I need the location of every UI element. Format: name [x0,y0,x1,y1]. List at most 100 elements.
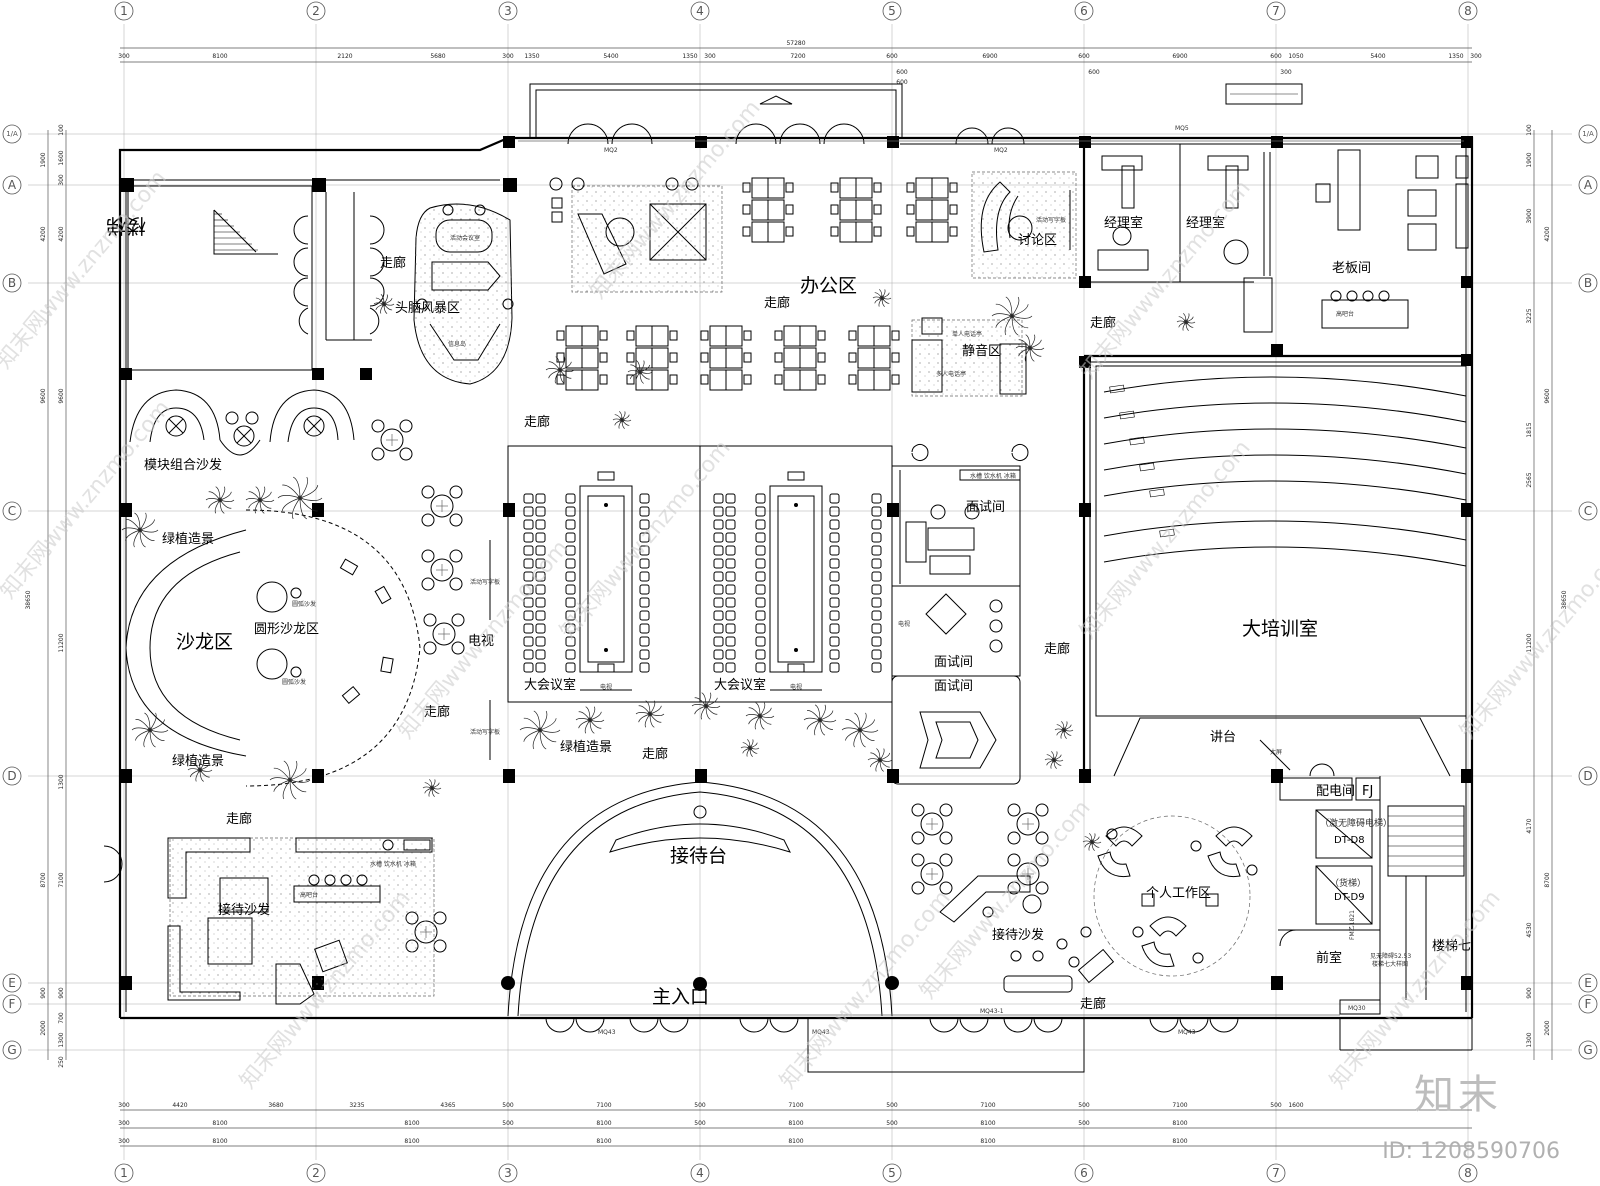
plant [803,704,837,736]
sublabel: 信息岛 [448,340,466,348]
leaf [639,371,644,384]
desk [767,221,785,243]
axis-label: A [1584,178,1593,192]
stair-label: 楼梯七 [1432,939,1471,954]
leaf [1011,304,1029,317]
brand-watermark: 知末 [1414,1072,1502,1118]
leaf [190,762,201,771]
desk [931,177,949,199]
leaf [1056,729,1065,736]
chair [535,623,546,634]
svg-text:250: 250 [58,1056,65,1068]
chair [871,610,882,621]
chair [871,571,882,582]
desk [581,347,599,369]
svg-text:5400: 5400 [1370,53,1385,60]
leaf [289,779,307,793]
leaf [139,519,155,531]
elevator-note: （激无障碍电梯） [1320,817,1392,829]
leaf [431,787,440,794]
chair [565,558,576,569]
svg-text:9600: 9600 [58,388,65,403]
leaf [872,296,883,299]
meeting-label: 大会议室 [524,677,576,693]
board-label: 活动写字板 [470,578,500,586]
svg-text:300: 300 [704,53,716,60]
svg-text:8100: 8100 [596,1138,611,1145]
chair [725,506,736,517]
green-label: 绿植造景 [162,532,214,547]
axis-label: G [7,1043,16,1057]
chair [423,613,437,627]
axis-label: 8 [1464,1166,1472,1180]
desk [915,177,933,199]
chair [755,584,766,595]
chair [523,623,534,634]
chair [911,853,925,867]
leaf [283,760,291,781]
leaf [375,297,385,305]
plant [373,294,395,314]
leaf [196,758,201,771]
desk [709,369,727,391]
chair [433,911,447,925]
leaf [1185,321,1189,331]
chair [871,506,882,517]
leaf [299,484,319,499]
axis-label: E [8,976,16,990]
chair [639,662,650,673]
svg-text:100: 100 [58,124,65,136]
plant [612,411,632,429]
plant-core [1183,319,1189,325]
corridor-label: 走廊 [380,255,406,271]
leaf [629,371,641,380]
chair [535,506,546,517]
chair [873,204,882,215]
screen-label: 大屏 [1270,748,1282,756]
leaf [143,729,151,748]
axis-label: 1 [120,1166,128,1180]
leaf [806,719,821,730]
chair [755,519,766,530]
leaf [424,782,433,789]
chair [830,204,839,215]
leaf [383,294,388,305]
chair [785,204,794,215]
corridor-label: 走廊 [226,811,252,827]
chair [829,493,840,504]
chair [939,881,953,895]
axis-label: 4 [696,1166,704,1180]
chair [829,649,840,660]
leaf [618,419,623,429]
leaf [289,779,311,783]
svg-text:5680: 5680 [430,53,445,60]
desk-cluster [906,177,958,243]
leaf [195,769,201,782]
table [1016,812,1040,836]
svg-text:900: 900 [1526,987,1533,999]
axis-label: 1/A [6,130,18,138]
chair [669,374,678,385]
leaf [1051,751,1055,761]
leaf [1183,313,1187,323]
svg-text:500: 500 [694,1102,706,1109]
chair [523,519,534,530]
leaf [1089,833,1093,843]
svg-text:1900: 1900 [1526,152,1533,167]
quiet-area: 单人电话亭 多人电话亭 [911,317,1027,397]
svg-text:知末网www.znzmo.com: 知末网www.znzmo.com [0,166,172,374]
svg-text:4200: 4200 [40,226,47,241]
chair [713,493,724,504]
desk [873,369,891,391]
leaf [199,758,205,771]
svg-text:900: 900 [58,987,65,999]
desk [799,325,817,347]
chair [911,831,925,845]
chair [725,532,736,543]
reception-area [507,781,893,1017]
svg-text:1350: 1350 [524,53,539,60]
desk [725,369,743,391]
leaf [1053,759,1062,766]
leaf [1084,841,1093,848]
chair [535,584,546,595]
